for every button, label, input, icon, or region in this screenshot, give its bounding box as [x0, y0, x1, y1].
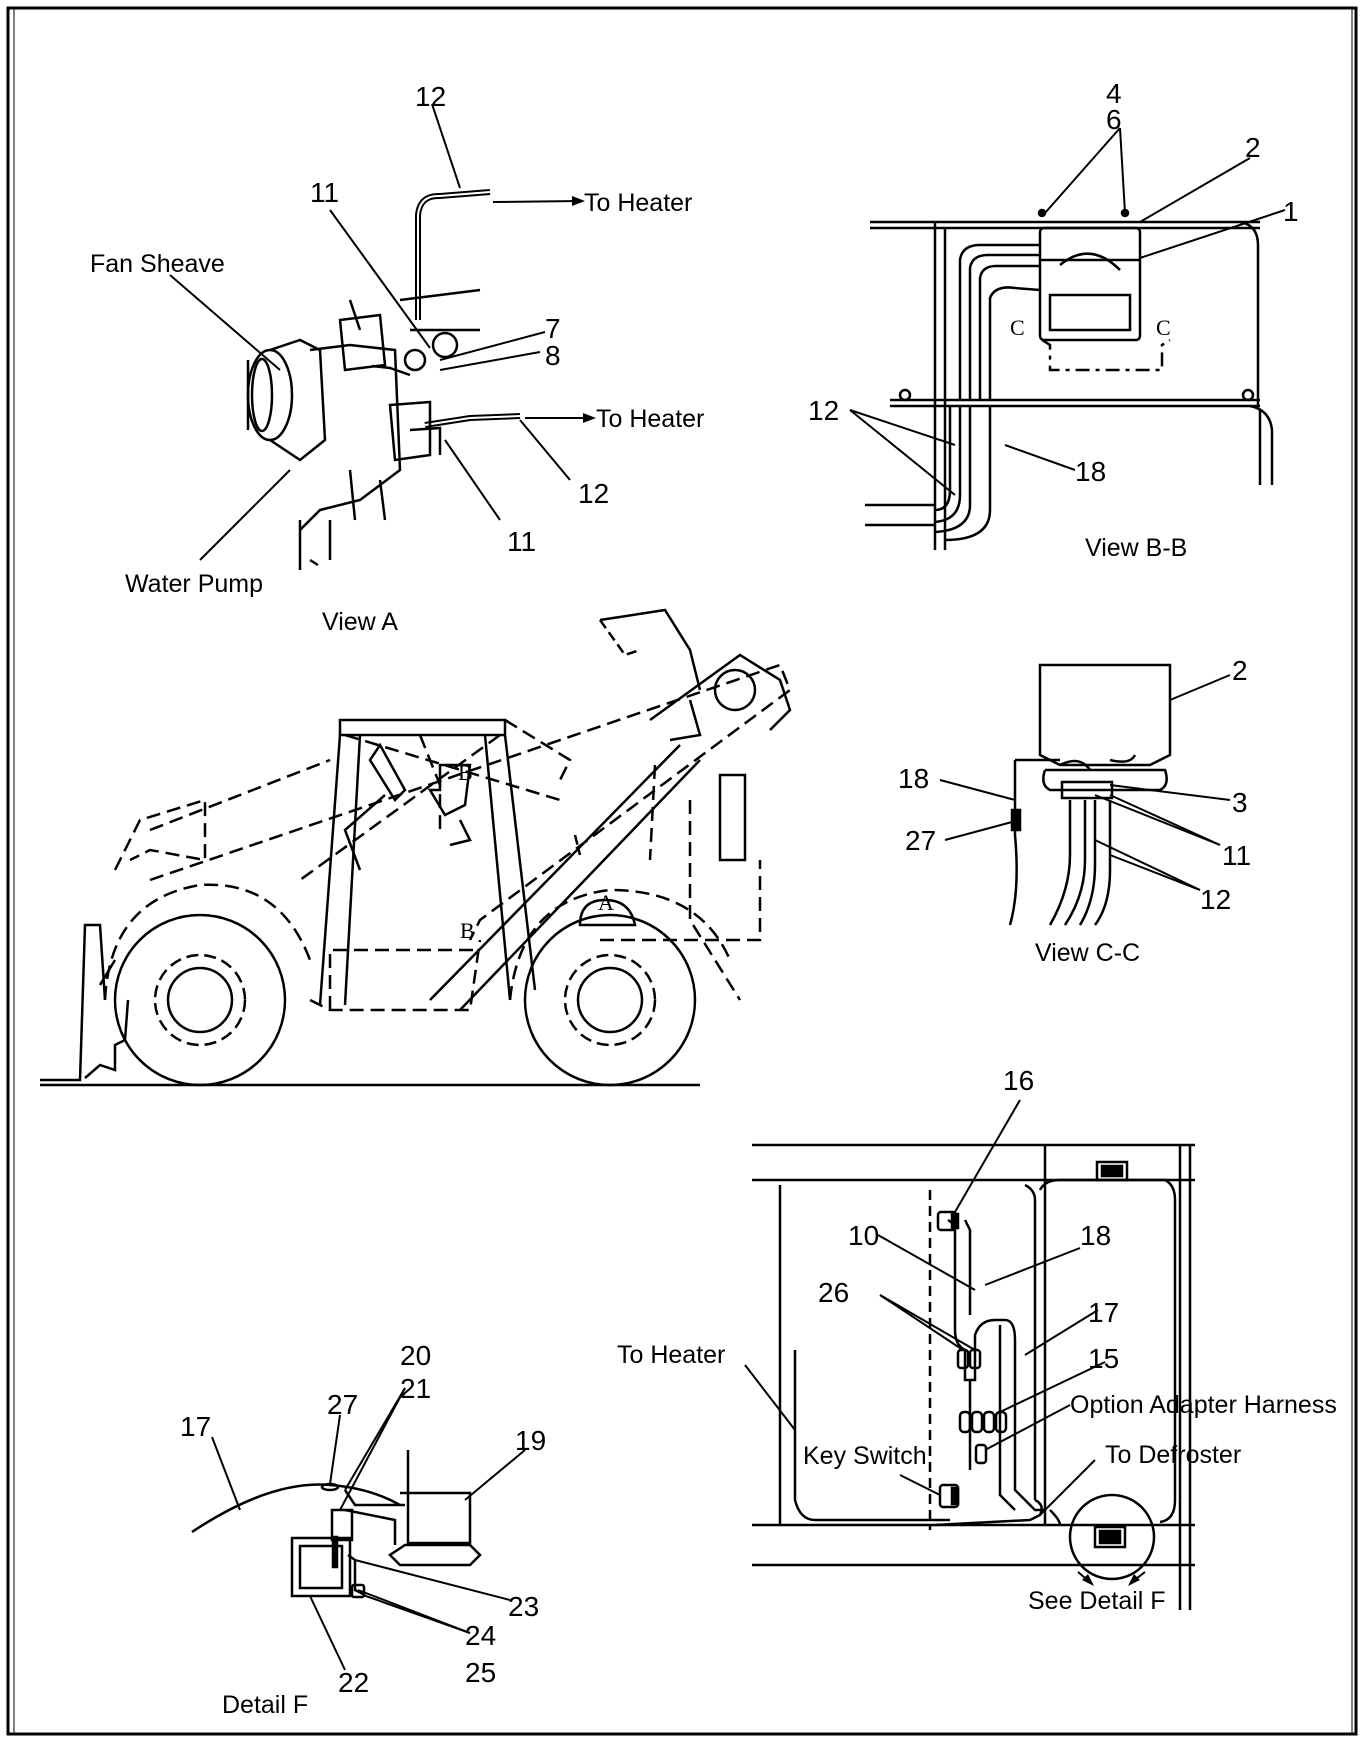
detail-f-leaders: [211, 1387, 526, 1671]
view-bb-caption: View B-B: [1085, 534, 1187, 562]
cab-callout-26: 26: [818, 1277, 849, 1308]
cab-to-heater: To Heater: [617, 1341, 725, 1369]
cab-see-detail: See Detail F: [1028, 1587, 1166, 1615]
detail-f-callout-19: 19: [515, 1425, 546, 1456]
view-a-water-pump: Water Pump: [125, 570, 263, 598]
view-cc-callout-11: 11: [1222, 840, 1251, 871]
view-bb-section-c-right: C: [1156, 315, 1171, 340]
detail-f-caption: Detail F: [222, 1691, 308, 1719]
view-a-fan-sheave: Fan Sheave: [90, 250, 225, 278]
view-a-to-heater-lower: To Heater: [596, 405, 704, 433]
cab-callout-16: 16: [1003, 1065, 1034, 1096]
view-a-callout-12-top: 12: [415, 81, 446, 112]
view-bb-section-c-left: C: [1010, 315, 1025, 340]
detail-f-callout-25: 25: [465, 1657, 496, 1688]
view-cc-callout-18: 18: [898, 763, 929, 794]
cab-callout-15: 15: [1088, 1343, 1119, 1374]
view-a-leaders: [169, 103, 590, 561]
view-a-callout-11-top: 11: [310, 177, 339, 208]
view-a-callout-7: 7: [545, 313, 561, 344]
detail-f: [191, 1450, 482, 1599]
machine-mark-a: A: [598, 890, 614, 915]
detail-f-callout-23: 23: [508, 1591, 539, 1622]
view-bb: [865, 208, 1274, 550]
view-bb-callout-2: 2: [1245, 132, 1261, 163]
cab-callout-10: 10: [848, 1220, 879, 1251]
cab-key-switch: Key Switch: [803, 1442, 927, 1470]
view-bb-callout-1: 1: [1283, 196, 1299, 227]
page-border-inner: [13, 7, 1353, 1735]
view-cc-callout-2: 2: [1232, 655, 1248, 686]
view-cc-caption: View C-C: [1035, 939, 1140, 967]
view-bb-leaders: [849, 127, 1286, 496]
view-cc-callout-12: 12: [1200, 884, 1231, 915]
detail-f-callout-21: 21: [400, 1373, 431, 1404]
view-a-callout-8: 8: [545, 340, 561, 371]
view-a-callout-12-bottom: 12: [578, 478, 609, 509]
view-bb-callout-12: 12: [808, 395, 839, 426]
machine-mark-b-top: B: [458, 760, 473, 785]
detail-f-callout-27: 27: [327, 1389, 358, 1420]
cab-to-defroster: To Defroster: [1105, 1441, 1241, 1469]
view-cc-callout-3: 3: [1232, 787, 1248, 818]
cab-harness-leaders: [744, 1099, 1146, 1583]
view-bb-callout-18: 18: [1075, 456, 1106, 487]
view-cc: [1008, 663, 1172, 926]
cab-callout-18: 18: [1080, 1220, 1111, 1251]
detail-f-callout-22: 22: [338, 1667, 369, 1698]
view-cc-leaders: [939, 674, 1231, 891]
detail-f-callout-24: 24: [465, 1620, 496, 1651]
cab-harness-arrowheads: [1082, 1574, 1140, 1586]
machine-mark-b-bottom: B: [460, 918, 475, 943]
view-bb-callout-6: 6: [1106, 104, 1122, 135]
view-a: [246, 189, 521, 570]
cab-callout-17: 17: [1088, 1297, 1119, 1328]
view-bb-callout-4: 4: [1106, 78, 1122, 109]
view-a-arrowheads: [572, 196, 596, 423]
view-a-caption: View A: [322, 608, 398, 636]
view-a-callout-11-bottom: 11: [507, 526, 536, 557]
detail-f-callout-20: 20: [400, 1340, 431, 1371]
machine-side-view: [40, 608, 792, 1087]
view-a-to-heater-upper: To Heater: [584, 189, 692, 217]
detail-f-callout-17: 17: [180, 1411, 211, 1442]
cab-option-adapter-harness: Option Adapter Harness: [1070, 1391, 1337, 1419]
cab-harness-view: [752, 1143, 1195, 1610]
view-cc-callout-27: 27: [905, 825, 936, 856]
